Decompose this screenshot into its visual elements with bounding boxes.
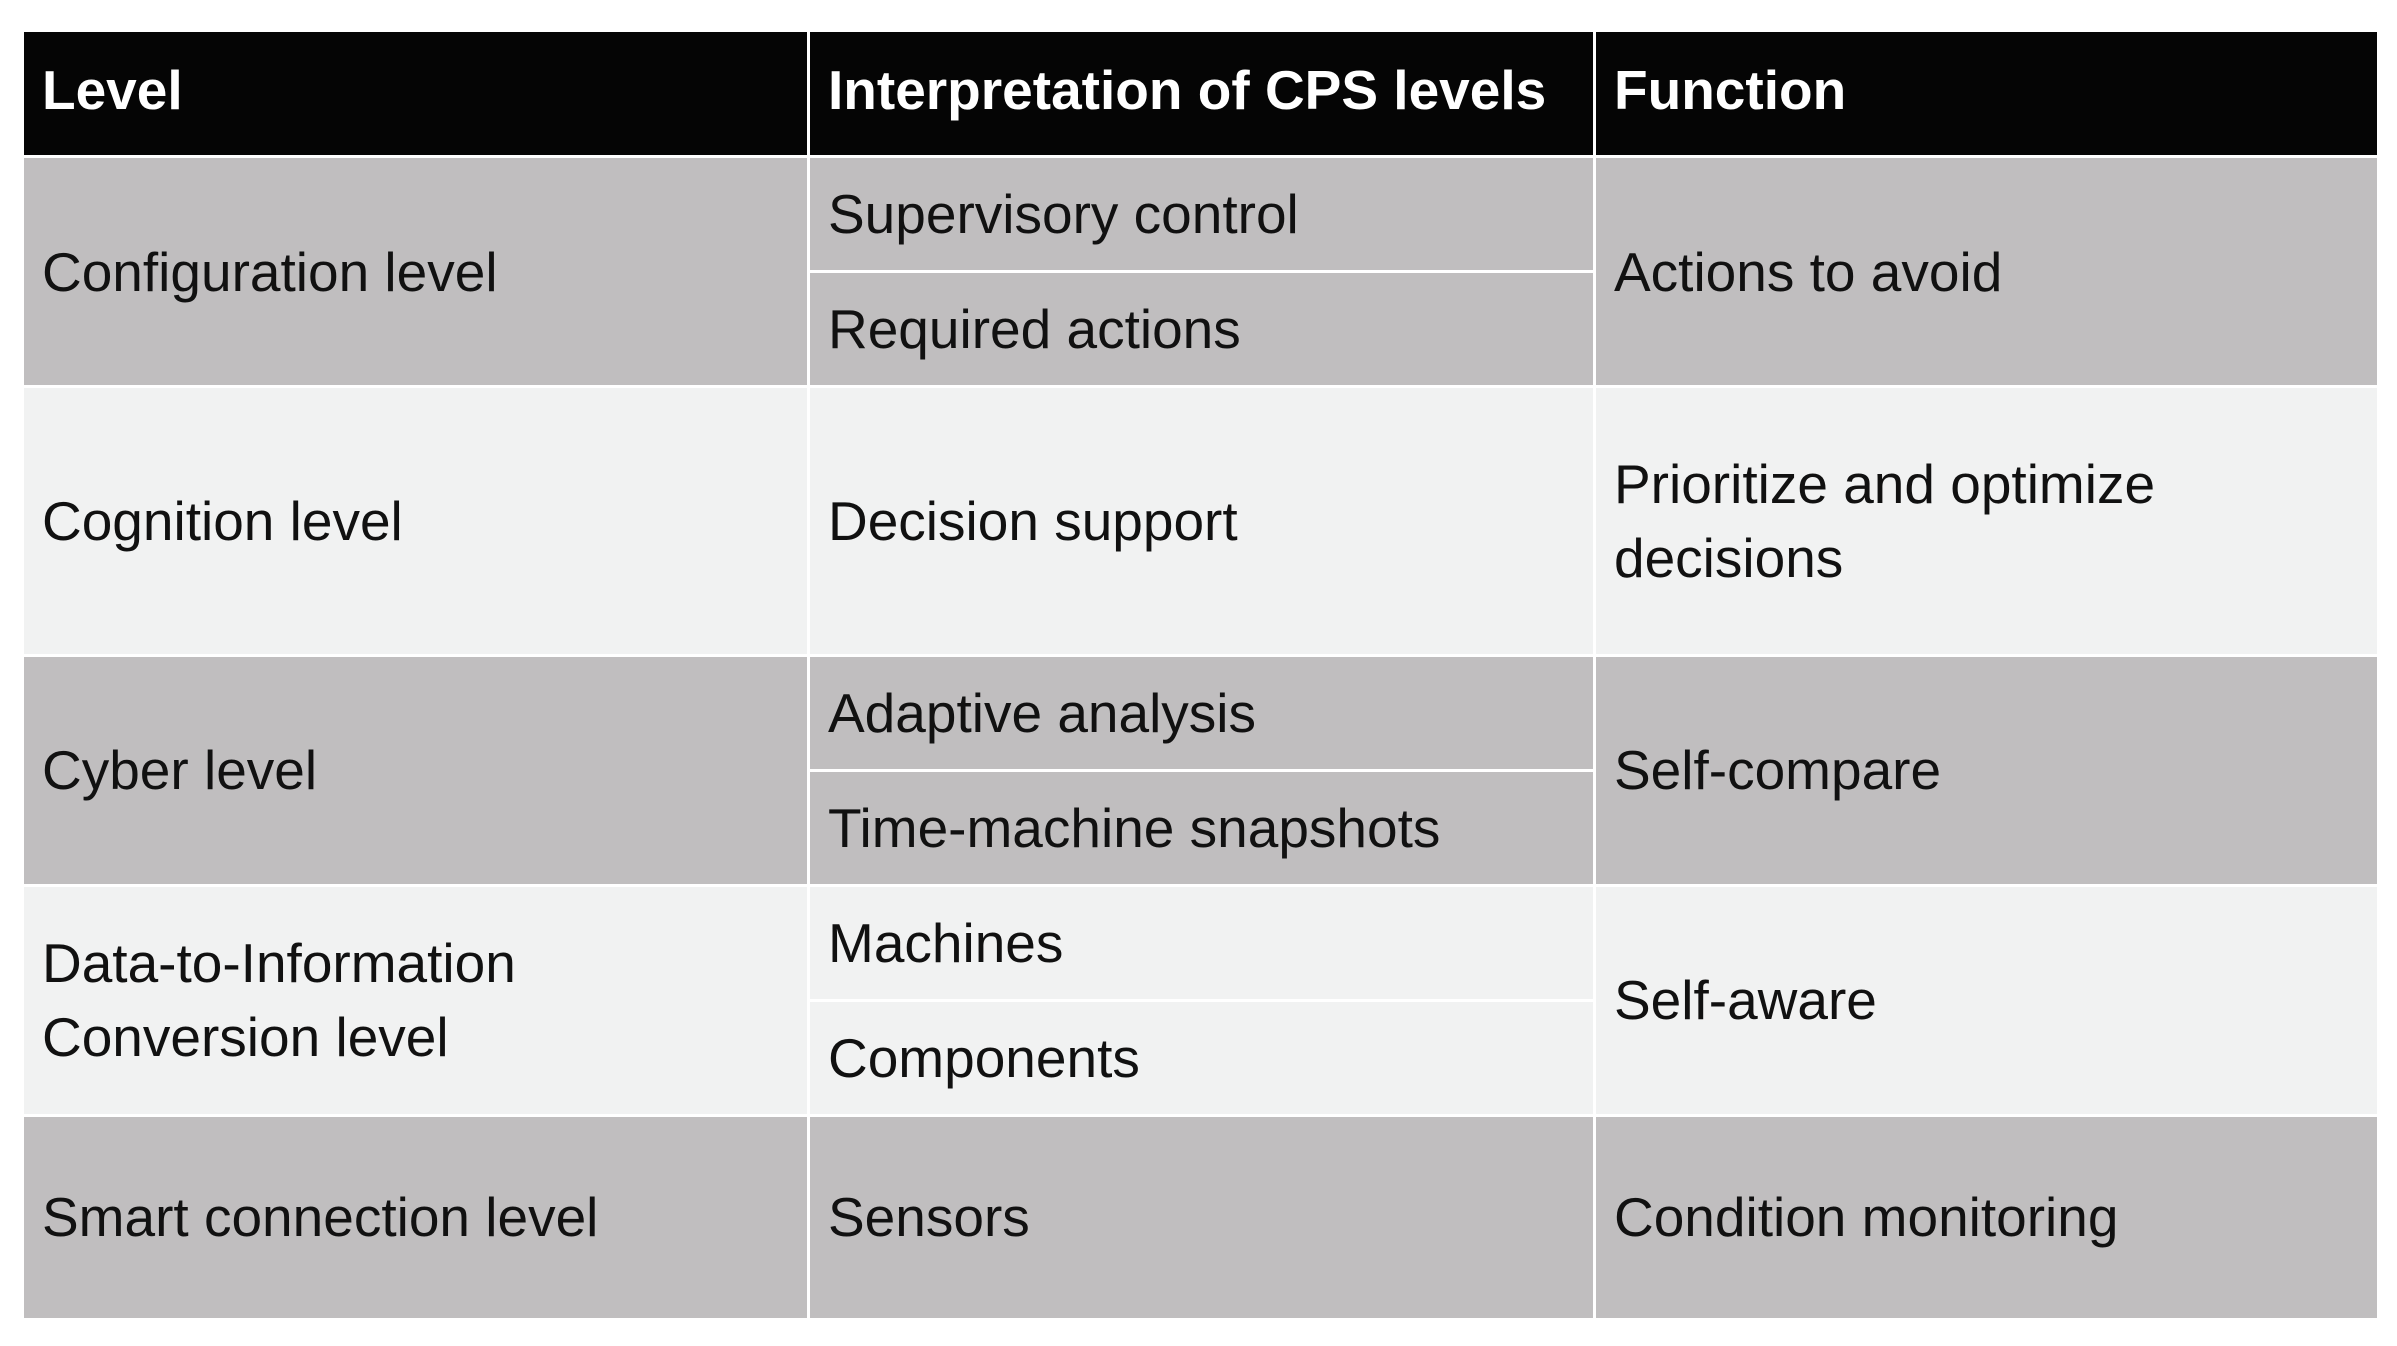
level-cell: Cyber level	[21, 653, 810, 887]
function-cell: Self-aware	[1593, 883, 2380, 1117]
interpretation-cell: Required actions	[807, 270, 1596, 388]
header-interpretation: Interpretation of CPS levels	[807, 29, 1596, 158]
interpretation-cell: Decision support	[807, 385, 1596, 657]
table-row-cyber: Cyber level Adaptive analysis Self-compa…	[21, 653, 2380, 887]
interpretation-cell: Adaptive analysis	[807, 653, 1596, 772]
level-cell: Data-to-Information Conversion level	[21, 883, 810, 1117]
interpretation-cell: Sensors	[807, 1113, 1596, 1321]
interpretation-cell: Machines	[807, 883, 1596, 1002]
function-cell: Actions to avoid	[1593, 155, 2380, 388]
header-level: Level	[21, 29, 810, 158]
table-row-data-to-information: Data-to-Information Conversion level Mac…	[21, 883, 2380, 1117]
function-cell: Condition monitoring	[1593, 1113, 2380, 1321]
interpretation-cell: Components	[807, 998, 1596, 1117]
header-row: Level Interpretation of CPS levels Funct…	[21, 29, 2380, 158]
interpretation-cell: Time-machine snapshots	[807, 768, 1596, 887]
table-subrow: Time-machine snapshots	[23, 768, 2379, 887]
function-cell: Prioritize and optimize decisions	[1593, 385, 2380, 657]
level-cell: Cognition level	[21, 385, 810, 657]
function-cell: Self-compare	[1593, 653, 2380, 887]
interpretation-cell: Supervisory control	[807, 155, 1596, 273]
level-cell: Configuration level	[21, 155, 810, 388]
cps-levels-table: Level Interpretation of CPS levels Funct…	[21, 29, 2380, 1321]
table-subrow: Required actions	[23, 270, 2379, 388]
header-function: Function	[1593, 29, 2380, 158]
table-row-configuration: Configuration level Supervisory control …	[21, 155, 2380, 388]
table-subrow: Components	[23, 998, 2379, 1117]
level-cell: Smart connection level	[21, 1113, 810, 1321]
